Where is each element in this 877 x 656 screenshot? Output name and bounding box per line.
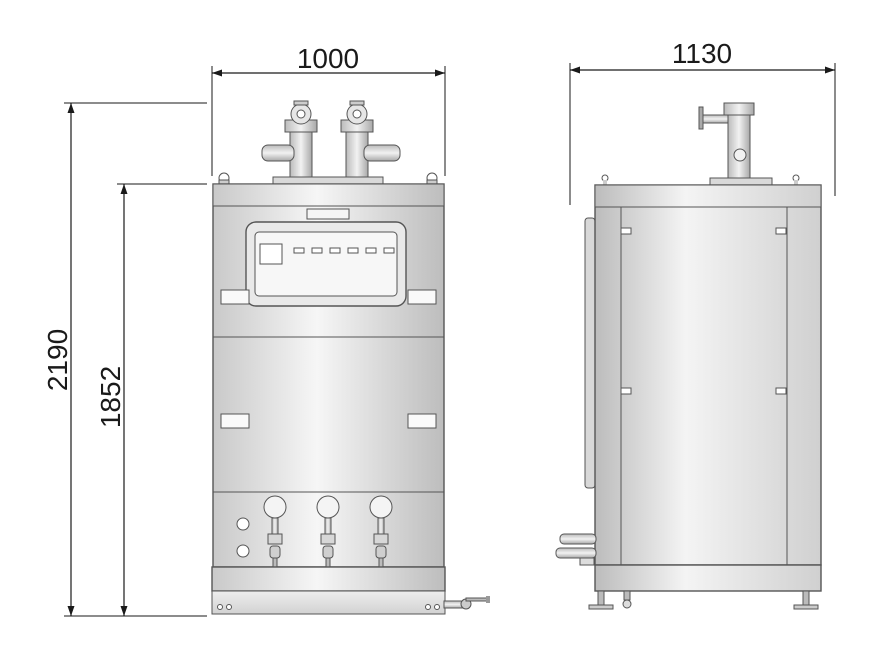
depth-dimension: 1130: [569, 38, 836, 205]
front-base: [211, 566, 446, 592]
total-height-label: 2190: [42, 329, 73, 391]
body-height-label: 1852: [95, 366, 126, 428]
width-dimension: 1000: [211, 43, 446, 176]
width-label: 1000: [297, 43, 359, 74]
nameplate: [306, 208, 350, 220]
side-pipes: [555, 533, 597, 566]
base-bolts-left: [217, 604, 232, 610]
vent-upper-left: [220, 289, 250, 305]
indicator-lamp-upper: [236, 517, 250, 531]
side-lifting-eye-left: [601, 174, 609, 185]
body-height-dimension: 1852: [95, 183, 207, 616]
indicator-lamp-lower: [236, 544, 250, 558]
side-cabinet: [594, 184, 822, 566]
front-plinth: [211, 590, 446, 615]
top-panel-band: [212, 183, 445, 207]
top-valve-right: [340, 100, 401, 179]
side-view: [555, 102, 822, 610]
hinge-bottom-right: [775, 387, 787, 395]
top-flange: [272, 176, 384, 185]
display-screen: [259, 243, 283, 265]
side-lifting-eye-right: [792, 174, 800, 185]
pressure-gauge-1: [263, 495, 287, 568]
lifting-eye-right: [426, 172, 438, 185]
front-view: [211, 100, 490, 615]
vent-lower-right: [407, 413, 437, 429]
pressure-gauge-3: [369, 495, 393, 568]
side-foot-left: [588, 590, 614, 610]
drain-valve: [443, 596, 490, 610]
control-panel: [245, 221, 407, 307]
hinge-top-right: [775, 227, 787, 235]
vent-lower-left: [220, 413, 250, 429]
side-base: [594, 564, 822, 592]
pressure-gauge-2: [316, 495, 340, 568]
side-top-valve: [698, 102, 755, 180]
side-door-edge: [584, 217, 596, 489]
base-bolts-right: [425, 604, 440, 610]
side-top-flange: [709, 177, 773, 186]
side-foot-right: [793, 590, 819, 610]
hinge-top-left: [620, 227, 632, 235]
hinge-bottom-left: [620, 387, 632, 395]
side-top-band: [594, 184, 822, 208]
depth-label: 1130: [672, 38, 732, 69]
total-height-dimension: 2190: [42, 102, 207, 617]
lifting-eye-left: [218, 172, 230, 185]
top-valve-left: [261, 100, 318, 179]
vent-upper-right: [407, 289, 437, 305]
side-caster: [622, 590, 632, 609]
